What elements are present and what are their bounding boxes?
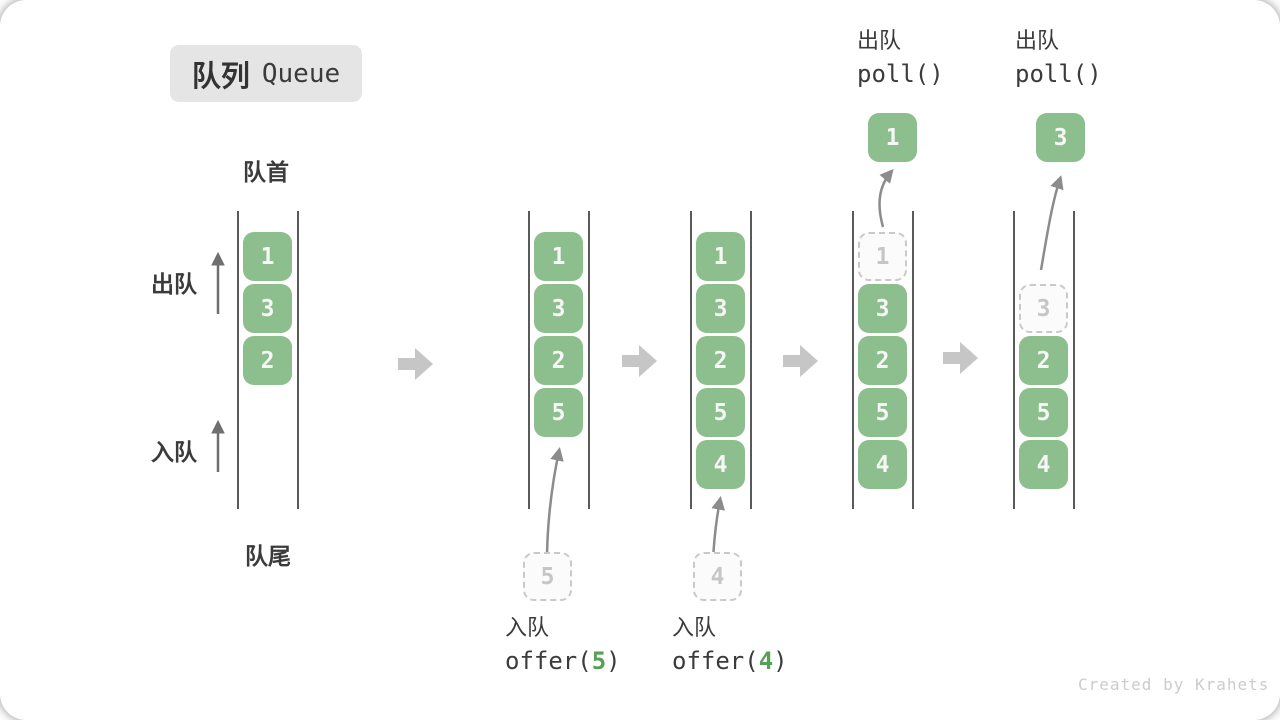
queue-element: 3 <box>696 284 745 333</box>
enqueue-op-label: 入队 <box>672 615 717 640</box>
dequeue-op-label: 出队 <box>857 28 902 53</box>
polled-element-box: 1 <box>868 113 917 162</box>
code-fn: offer( <box>505 647 592 675</box>
poll-3-caption: 出队 poll() <box>1015 28 1102 88</box>
queue-element: 3 <box>534 284 583 333</box>
watermark-credit: Created by Krahets <box>1078 675 1270 694</box>
queue-element: 1 <box>696 232 745 281</box>
code-close: ) <box>606 647 621 675</box>
queue-element: 2 <box>858 336 907 385</box>
queue-element: 2 <box>534 336 583 385</box>
queue-element: 5 <box>534 388 583 437</box>
offer-4-caption: 入队 offer(4) <box>672 615 788 674</box>
queue-element: 5 <box>858 388 907 437</box>
step-arrow-icon <box>943 342 978 374</box>
figure-title-en: Queue <box>261 58 341 89</box>
code-close: ) <box>773 647 788 675</box>
figure-title-box: 队列 Queue <box>170 45 362 102</box>
poll-3-code: poll() <box>1015 60 1102 88</box>
queue-element: 2 <box>243 336 292 385</box>
code-arg: 4 <box>758 647 774 675</box>
step-arrow-icon <box>783 345 818 377</box>
removed-element-ghost: 3 <box>1019 284 1068 333</box>
enqueue-op-label: 入队 <box>505 615 550 640</box>
polled-element-box: 3 <box>1036 113 1085 162</box>
staged-element-box: 4 <box>693 552 742 601</box>
queue-state-3: 1 3 2 5 4 <box>690 211 752 509</box>
step-arrow-icon <box>398 348 433 380</box>
offer-5-code: offer(5) <box>505 649 621 673</box>
dequeue-op-label: 出队 <box>1015 28 1060 53</box>
offer-5-caption: 入队 offer(5) <box>505 615 621 674</box>
queue-element: 3 <box>858 284 907 333</box>
code-fn: offer( <box>672 647 759 675</box>
queue-element: 1 <box>534 232 583 281</box>
queue-element: 3 <box>243 284 292 333</box>
queue-element: 2 <box>696 336 745 385</box>
code-arg: 5 <box>591 647 607 675</box>
queue-element: 4 <box>858 440 907 489</box>
queue-state-5: 3 2 5 4 <box>1013 211 1075 509</box>
queue-element: 5 <box>1019 388 1068 437</box>
queue-element: 2 <box>1019 336 1068 385</box>
step-arrow-icon <box>622 345 657 377</box>
queue-state-2: 1 3 2 5 <box>528 211 590 509</box>
removed-element-ghost: 1 <box>858 232 907 281</box>
staged-element-box: 5 <box>523 552 572 601</box>
poll-1-caption: 出队 poll() <box>857 28 944 88</box>
queue-front-label: 队首 <box>243 159 289 185</box>
queue-element: 4 <box>1019 440 1068 489</box>
poll-1-code: poll() <box>857 60 944 88</box>
queue-element: 5 <box>696 388 745 437</box>
queue-element: 1 <box>243 232 292 281</box>
figure-title-zh: 队列 <box>191 60 250 93</box>
dequeue-side-label: 出队 <box>151 271 197 297</box>
queue-state-1: 1 3 2 <box>237 211 299 509</box>
queue-element: 4 <box>696 440 745 489</box>
offer-4-code: offer(4) <box>672 649 788 673</box>
queue-rear-label: 队尾 <box>245 543 291 569</box>
queue-state-4: 1 3 2 5 4 <box>852 211 914 509</box>
enqueue-side-label: 入队 <box>151 439 197 465</box>
